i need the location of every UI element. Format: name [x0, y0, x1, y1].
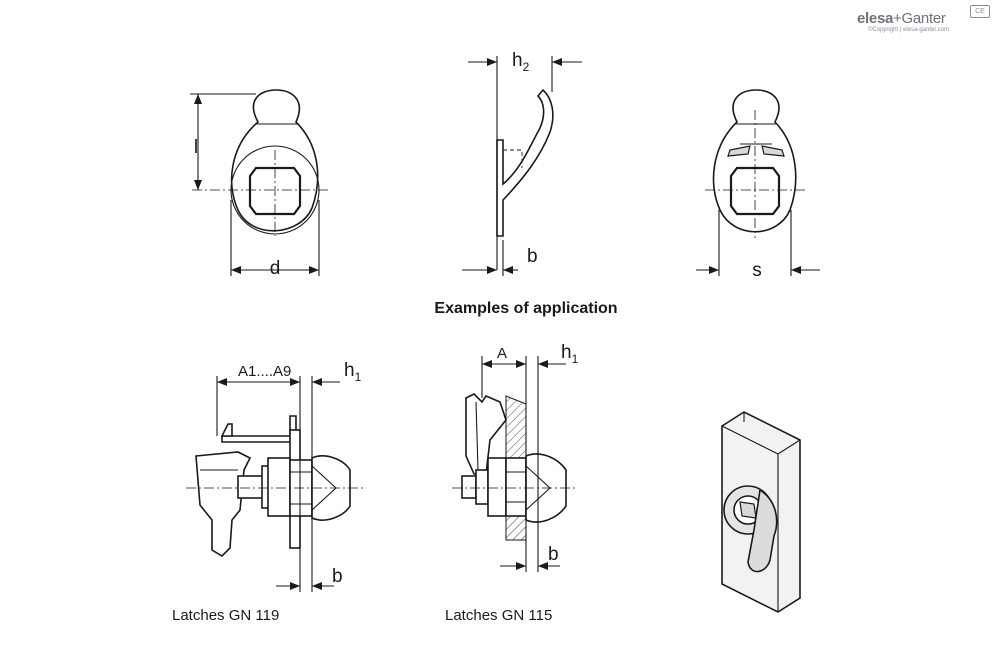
dim-label-b-left: b — [332, 566, 343, 587]
dim-label-b-right: b — [548, 544, 559, 565]
dim-label-h1-left: h1 — [344, 360, 362, 384]
dim-label-h1-right: h1 — [561, 342, 579, 366]
dim-label-d: d — [270, 258, 281, 279]
dim-label-a: A — [497, 345, 507, 362]
application-gn119 — [186, 376, 364, 592]
brand-name-bold: elesa — [857, 10, 894, 27]
cam-front-view — [190, 89, 330, 276]
section-heading: Examples of application — [434, 300, 618, 317]
isometric-view — [721, 411, 801, 613]
dim-label-s: s — [752, 260, 762, 281]
copyright-text: ©Copyright | elesa-ganter.com — [868, 27, 950, 33]
cam-side-view — [462, 56, 582, 276]
dim-label-a-range: A1....A9 — [238, 363, 291, 380]
brand-name-light: +Ganter — [893, 10, 946, 27]
dim-label-l: l — [194, 137, 198, 158]
caption-gn115: Latches GN 115 — [445, 607, 553, 624]
caption-gn119: Latches GN 119 — [172, 607, 280, 624]
application-gn115 — [452, 356, 578, 572]
ce-mark-icon: CE — [970, 5, 990, 18]
brand-logo: elesa+Ganter — [857, 10, 946, 27]
cam-stepped-view — [696, 89, 820, 276]
dim-label-b-top: b — [527, 246, 538, 267]
dim-label-h2: h2 — [512, 50, 530, 74]
